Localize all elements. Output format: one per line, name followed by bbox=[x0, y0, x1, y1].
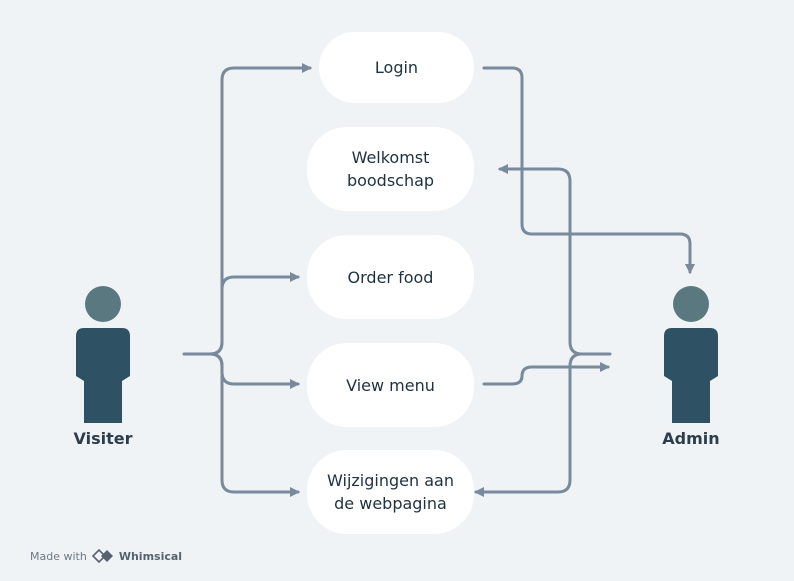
edge-view-menu-admin bbox=[482, 362, 610, 386]
use-case-wijzigingen-label: Wijzigingen aan de webpagina bbox=[327, 471, 454, 513]
edge-admin-welkomst bbox=[498, 164, 612, 356]
use-case-order-food[interactable]: Order food bbox=[307, 235, 474, 319]
use-case-view-menu-label: View menu bbox=[346, 375, 435, 395]
whimsical-logo-icon bbox=[91, 549, 113, 563]
visitor-actor-icon bbox=[76, 286, 130, 423]
use-case-view-menu[interactable]: View menu bbox=[307, 343, 474, 427]
visitor-actor-label: Visiter bbox=[73, 429, 133, 448]
use-case-login-label: Login bbox=[374, 58, 419, 77]
edge-login-admin bbox=[482, 66, 695, 274]
use-case-order-food-label: Order food bbox=[347, 267, 434, 287]
use-case-welkomst-boodschap[interactable]: Welkomst boodschap bbox=[307, 127, 474, 211]
admin-actor-label: Admin bbox=[662, 429, 720, 448]
use-case-welkomst-label: Welkomst boodschap bbox=[346, 148, 435, 190]
edge-visitor-order-food bbox=[208, 272, 300, 356]
whimsical-brand-label: Whimsical bbox=[118, 549, 183, 563]
made-with-footer[interactable]: Made with Whimsical bbox=[30, 549, 182, 563]
use-case-wijzigingen[interactable]: Wijzigingen aan de webpagina bbox=[307, 450, 474, 534]
edge-visitor-wijzigingen bbox=[208, 352, 300, 497]
use-case-login[interactable]: Login bbox=[319, 32, 474, 103]
made-with-label: Made with bbox=[30, 549, 87, 563]
edge-admin-wijzigingen bbox=[474, 352, 584, 497]
edge-visitor-login bbox=[182, 63, 312, 356]
admin-actor-icon bbox=[664, 286, 718, 423]
